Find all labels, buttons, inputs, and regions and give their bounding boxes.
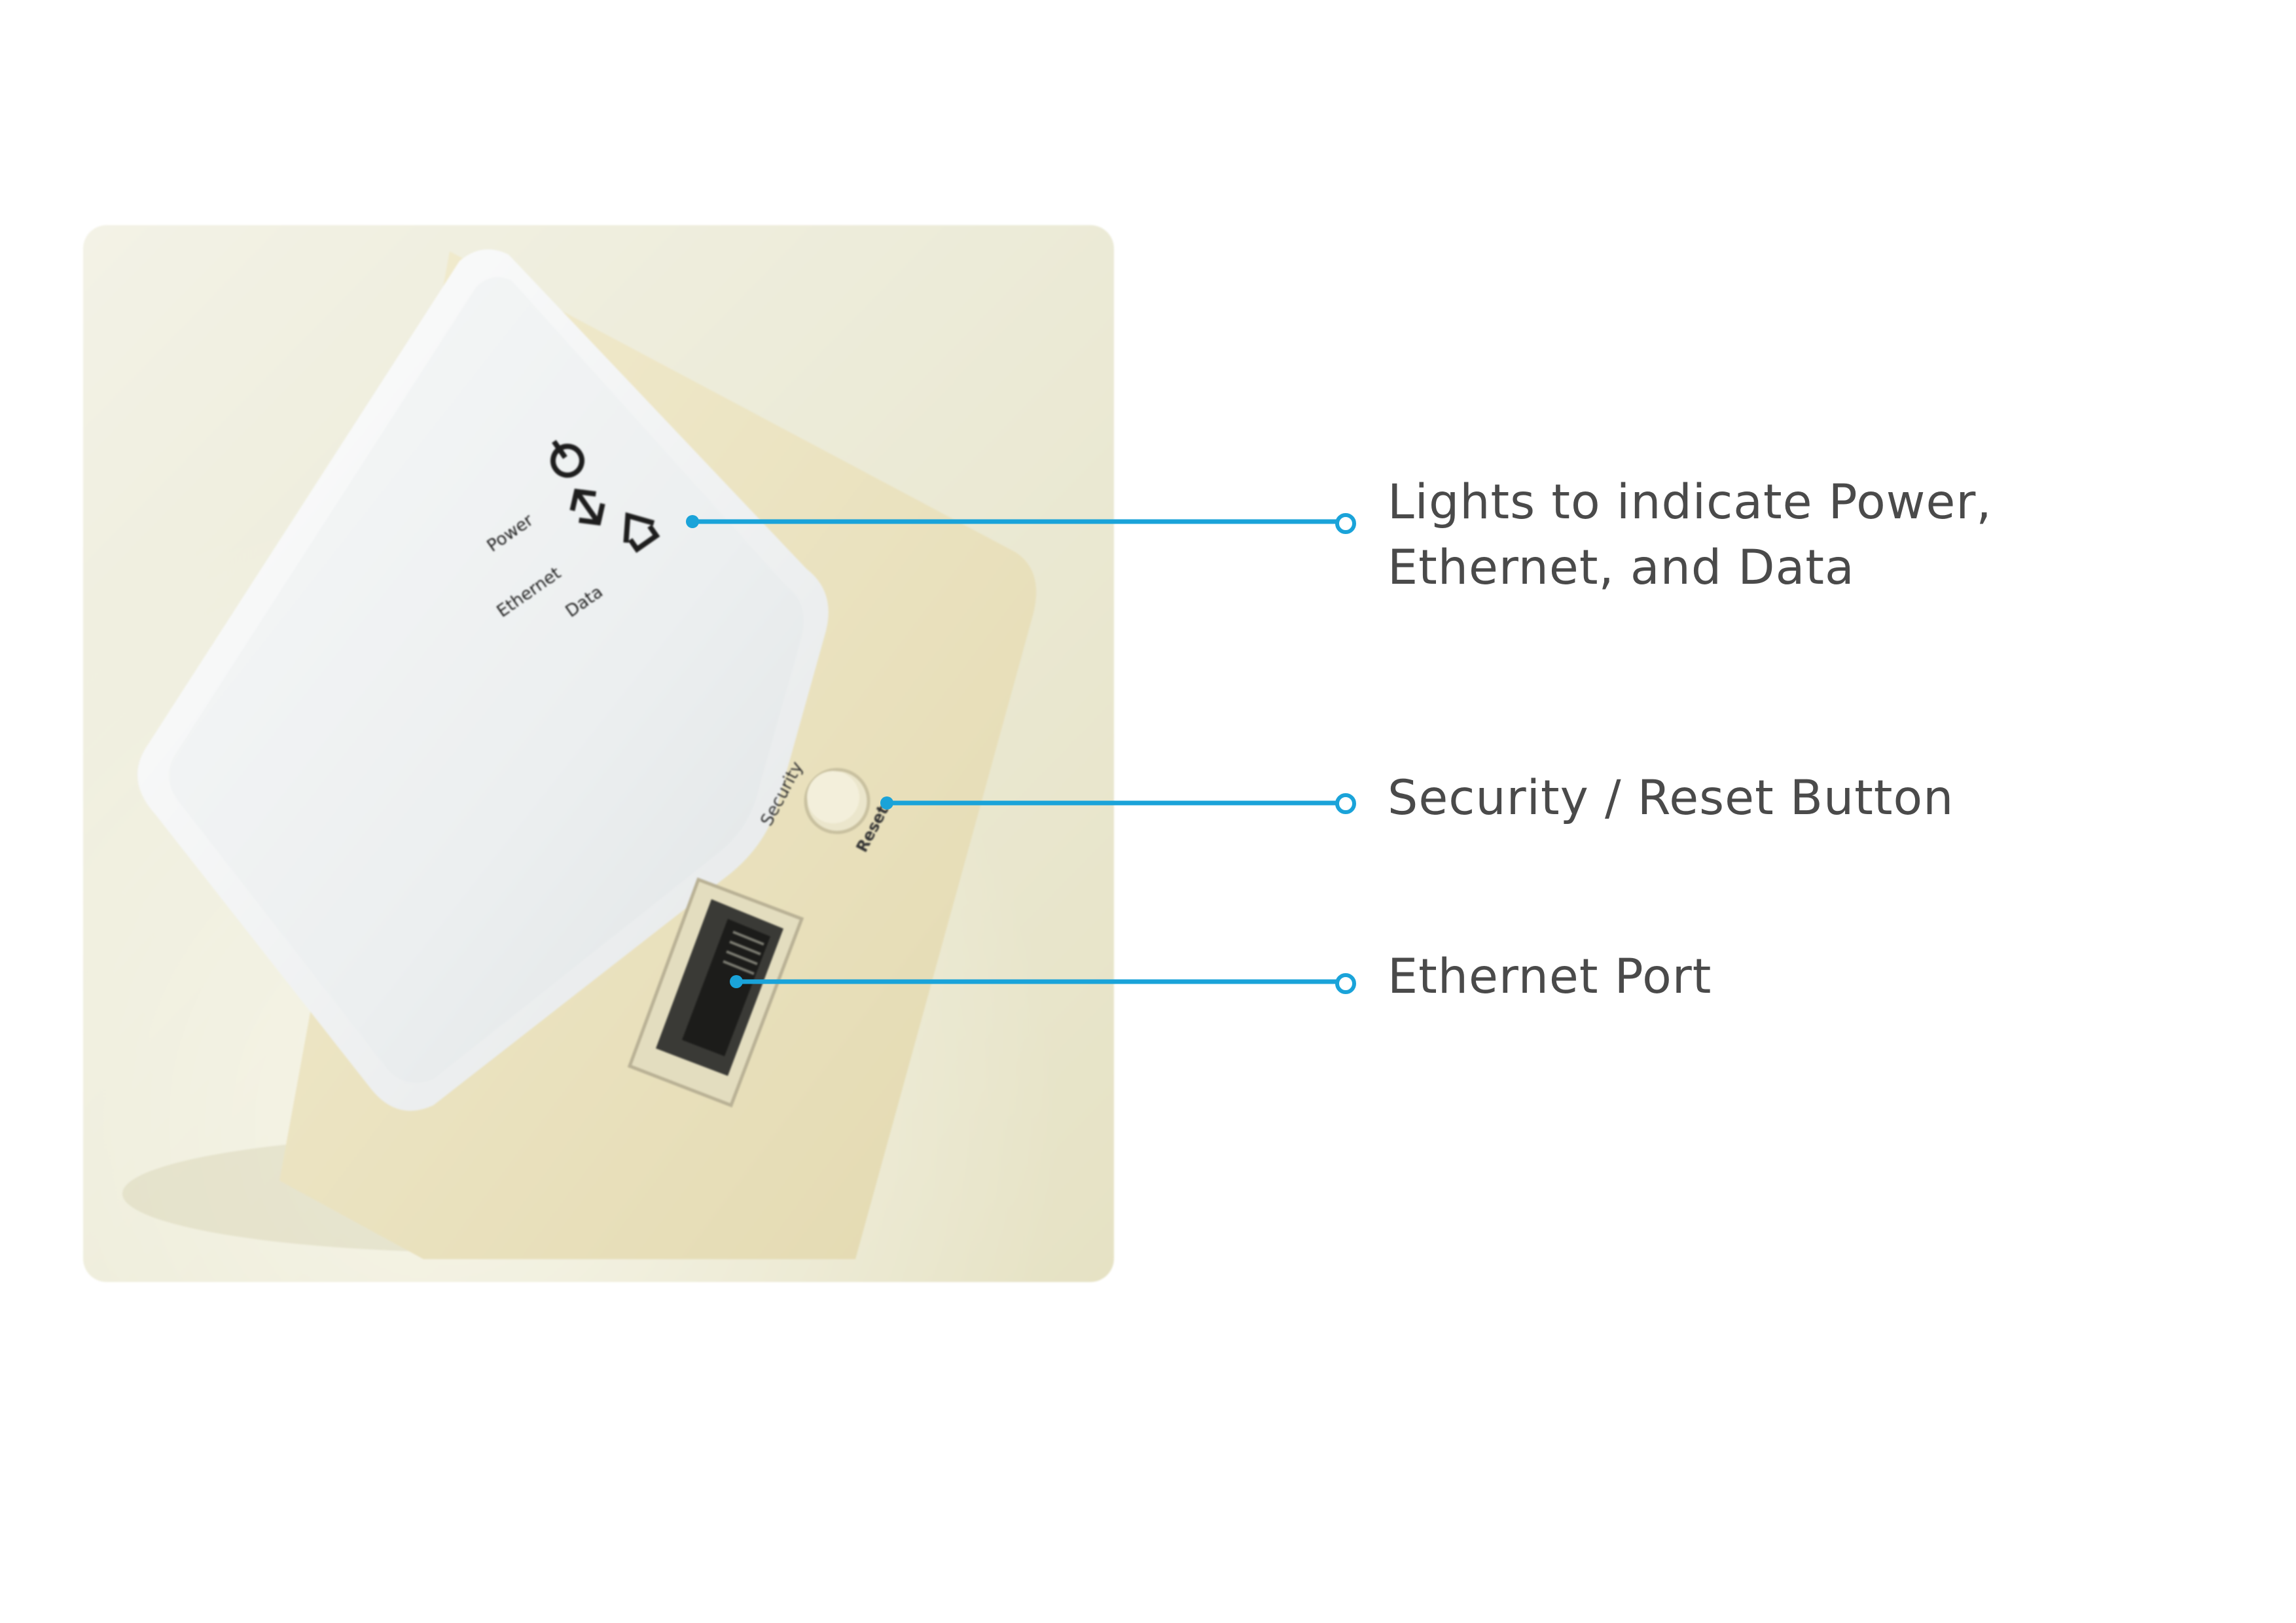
callout-end-reset <box>1335 793 1356 814</box>
callout-label-port: Ethernet Port <box>1388 944 1712 1010</box>
callout-label-reset: Security / Reset Button <box>1388 766 1954 831</box>
ethernet-port[interactable] <box>627 877 804 1108</box>
device-photo: Power Ethernet Data Security Reset <box>83 225 1114 1282</box>
power-icon <box>550 440 584 478</box>
callout-label-lights: Lights to indicate Power, Ethernet, and … <box>1388 470 1992 601</box>
callout-label-lights-line-1: Lights to indicate Power, <box>1388 474 1992 530</box>
data-icon <box>623 512 660 553</box>
ethernet-icon <box>569 488 605 526</box>
device-face <box>169 277 804 1083</box>
callout-label-port-line-1: Ethernet Port <box>1388 949 1712 1005</box>
callout-end-lights <box>1335 513 1356 534</box>
callout-label-lights-line-2: Ethernet, and Data <box>1388 540 1855 596</box>
callout-label-reset-line-1: Security / Reset Button <box>1388 770 1954 826</box>
callout-end-port <box>1335 973 1356 994</box>
button-highlight <box>807 771 859 823</box>
